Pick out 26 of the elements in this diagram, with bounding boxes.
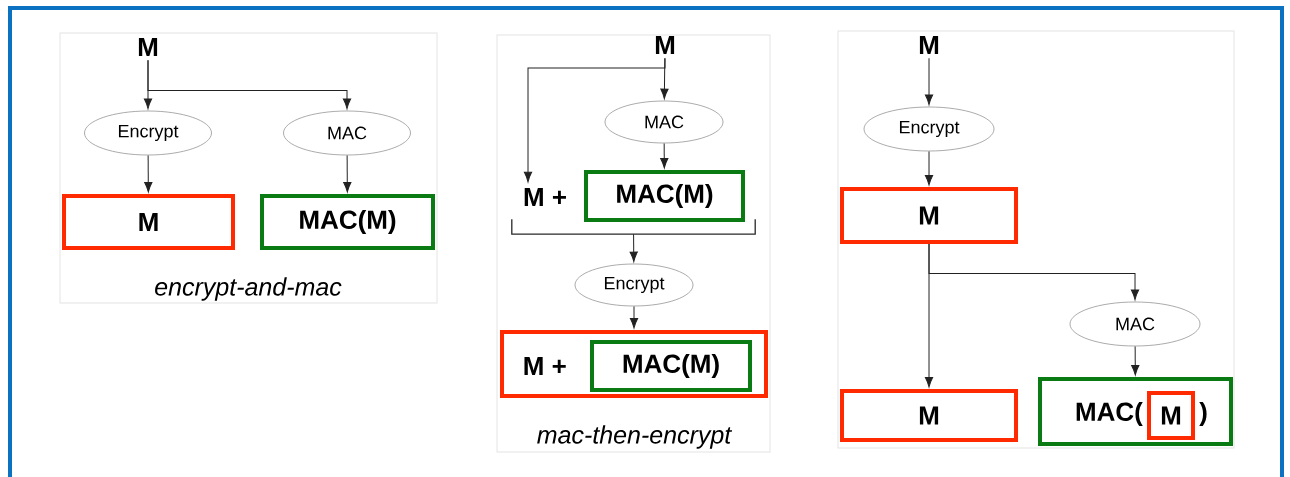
- bracket: [511, 218, 756, 235]
- message-label: M +: [524, 188, 566, 206]
- arrow: [144, 154, 153, 193]
- output-box: MAC(M): [584, 170, 745, 222]
- output-box: M: [1147, 391, 1195, 440]
- output-box: M: [840, 187, 1018, 244]
- arrow: [1131, 345, 1140, 376]
- output-box: MAC(M): [590, 340, 752, 392]
- arrow: [629, 305, 639, 329]
- panel-label: encrypt-and-mac: [155, 277, 342, 301]
- message-label: M: [655, 36, 675, 54]
- arrow: [343, 154, 352, 193]
- arrow: [924, 57, 934, 106]
- panel-frame: [837, 30, 1235, 449]
- output-box: M: [840, 389, 1018, 442]
- message-label: M: [138, 38, 158, 56]
- panel-label: mac-then-encrypt: [537, 425, 733, 449]
- output-box: M: [62, 194, 235, 250]
- arrow: [924, 150, 934, 186]
- arrow: [523, 57, 666, 183]
- arrow: [928, 243, 1140, 301]
- message-label: M: [919, 36, 939, 54]
- arrow: [147, 59, 352, 110]
- arrow: [629, 233, 638, 263]
- arrow: [660, 142, 669, 169]
- output-box: MAC(M): [260, 194, 435, 250]
